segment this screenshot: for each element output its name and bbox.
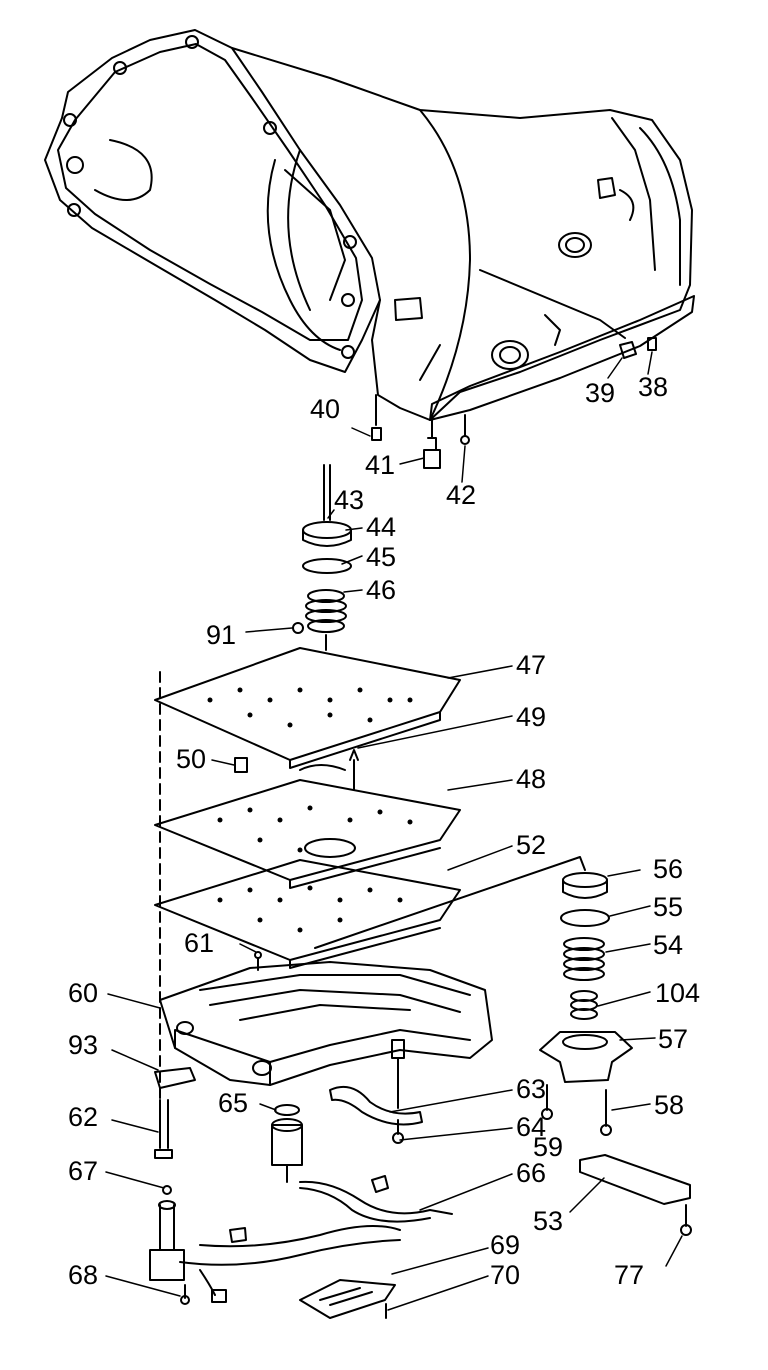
- callout-62: 62: [68, 1102, 99, 1132]
- callout-59: 59: [533, 1132, 564, 1162]
- callout-46: 46: [366, 575, 397, 605]
- transmission-case: [44, 29, 695, 421]
- callout-67: 67: [68, 1156, 99, 1186]
- callout-104: 104: [655, 978, 701, 1008]
- callout-91: 91: [206, 620, 237, 650]
- callout-65: 65: [218, 1088, 249, 1118]
- callout-93: 93: [68, 1030, 99, 1060]
- callout-53: 53: [533, 1206, 564, 1236]
- callout-63: 63: [516, 1074, 547, 1104]
- callout-64: 64: [516, 1112, 547, 1142]
- callout-44: 44: [366, 512, 397, 542]
- callout-38: 38: [638, 372, 669, 402]
- callout-61: 61: [184, 928, 215, 958]
- callout-77: 77: [614, 1260, 645, 1290]
- callout-54: 54: [653, 930, 684, 960]
- callout-55: 55: [653, 892, 684, 922]
- callout-52: 52: [516, 830, 547, 860]
- callout-68: 68: [68, 1260, 99, 1290]
- callout-39: 39: [585, 378, 616, 408]
- callout-45: 45: [366, 542, 397, 572]
- valve-body-plates: [154, 647, 461, 969]
- callout-48: 48: [516, 764, 547, 794]
- callout-58: 58: [654, 1090, 685, 1120]
- accumulator-stack-left: [292, 464, 352, 651]
- case-fasteners: [371, 337, 657, 469]
- valve-body: [159, 951, 493, 1109]
- callout-43: 43: [334, 485, 365, 515]
- callout-66: 66: [516, 1158, 547, 1188]
- callout-60: 60: [68, 978, 99, 1008]
- leader-lines: [105, 351, 683, 1311]
- callout-41: 41: [365, 450, 396, 480]
- accumulator-stack-right: [314, 856, 692, 1236]
- callout-57: 57: [658, 1024, 689, 1054]
- callout-56: 56: [653, 854, 684, 884]
- callout-47: 47: [516, 650, 547, 680]
- plate-holes: [207, 687, 413, 933]
- callout-49: 49: [516, 702, 547, 732]
- callout-69: 69: [490, 1230, 521, 1260]
- callout-40: 40: [310, 394, 341, 424]
- lower-components: [149, 1067, 453, 1319]
- callout-50: 50: [176, 744, 207, 774]
- callout-70: 70: [490, 1260, 521, 1290]
- callout-42: 42: [446, 480, 477, 510]
